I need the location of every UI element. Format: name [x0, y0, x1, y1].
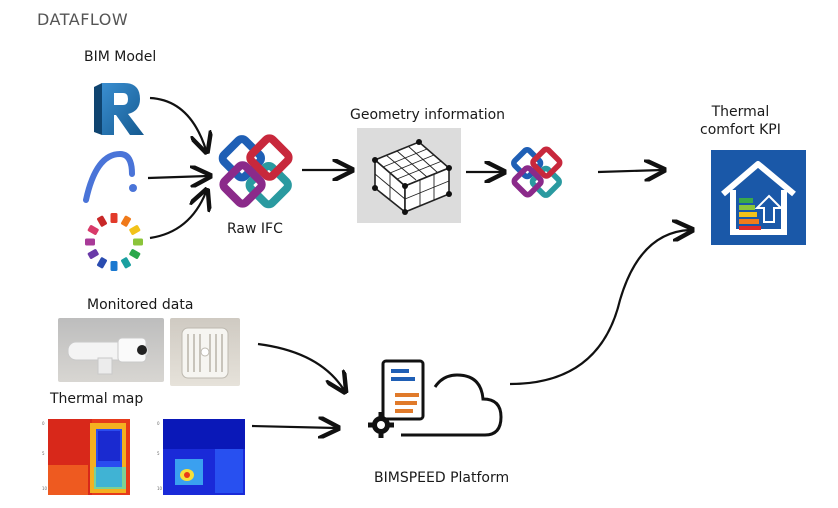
diagram-title: DATAFLOW	[37, 10, 129, 29]
thermal-map-label: Thermal map	[50, 391, 144, 407]
kpi-label-line1: Thermal	[711, 104, 770, 120]
color-wheel-segment	[87, 225, 99, 235]
geometry-information-label: Geometry information	[350, 107, 506, 123]
kpi-label-line2: comfort KPI	[700, 122, 781, 138]
cloud-document-gear-icon	[368, 359, 503, 438]
svg-text:0: 0	[42, 421, 45, 426]
thermal-heatmap-cool: 0 5 10	[157, 419, 245, 495]
energy-house-icon	[721, 161, 796, 235]
arrow-colorwheel-to-ifc	[149, 192, 206, 240]
archicad-logo-icon	[83, 150, 137, 203]
color-wheel-segment	[121, 257, 131, 269]
arrow-thermal-to-platform	[251, 426, 336, 428]
monitored-data-label: Monitored data	[87, 297, 194, 313]
svg-text:5: 5	[42, 451, 45, 456]
color-wheel-segment	[129, 249, 141, 259]
revit-logo-icon	[94, 83, 144, 135]
box-sensor-photo	[170, 318, 240, 386]
arrow-archicad-to-ifc	[147, 176, 208, 178]
svg-text:10: 10	[42, 486, 48, 491]
arrow-revit-to-ifc	[149, 96, 206, 150]
color-wheel-segment	[129, 225, 141, 235]
svg-text:10: 10	[157, 486, 163, 491]
thermal-comfort-kpi-label: Thermal comfort KPI	[700, 103, 781, 139]
bim-model-label: BIM Model	[84, 49, 157, 65]
wall-sensor-photo	[58, 318, 164, 382]
arrow-sensors-to-platform	[257, 342, 344, 390]
ifc-logo-icon	[218, 134, 293, 209]
color-wheel-segment	[97, 257, 107, 269]
svg-text:5: 5	[157, 451, 160, 456]
color-wheel-segment	[110, 213, 118, 223]
color-wheel-segment	[87, 249, 99, 259]
arrow-platform-to-kpi	[509, 230, 690, 386]
arrow-ifc-to-kpi	[597, 170, 662, 172]
color-wheel-logo-icon	[85, 213, 143, 271]
geometry-panel	[357, 128, 461, 223]
raw-ifc-label: Raw IFC	[227, 221, 283, 237]
color-wheel-segment	[121, 215, 131, 227]
color-wheel-segment	[110, 261, 118, 271]
ifc-logo-small-icon	[511, 146, 563, 198]
color-wheel-segment	[97, 215, 107, 227]
thermal-heatmap-warm: 0 5 10	[42, 419, 130, 495]
color-wheel-segment	[85, 238, 95, 246]
svg-text:0: 0	[157, 421, 160, 426]
kpi-panel	[711, 150, 806, 245]
color-wheel-segment	[133, 238, 143, 246]
building-mesh-icon	[372, 139, 452, 215]
bimspeed-platform-label: BIMSPEED Platform	[374, 470, 510, 486]
